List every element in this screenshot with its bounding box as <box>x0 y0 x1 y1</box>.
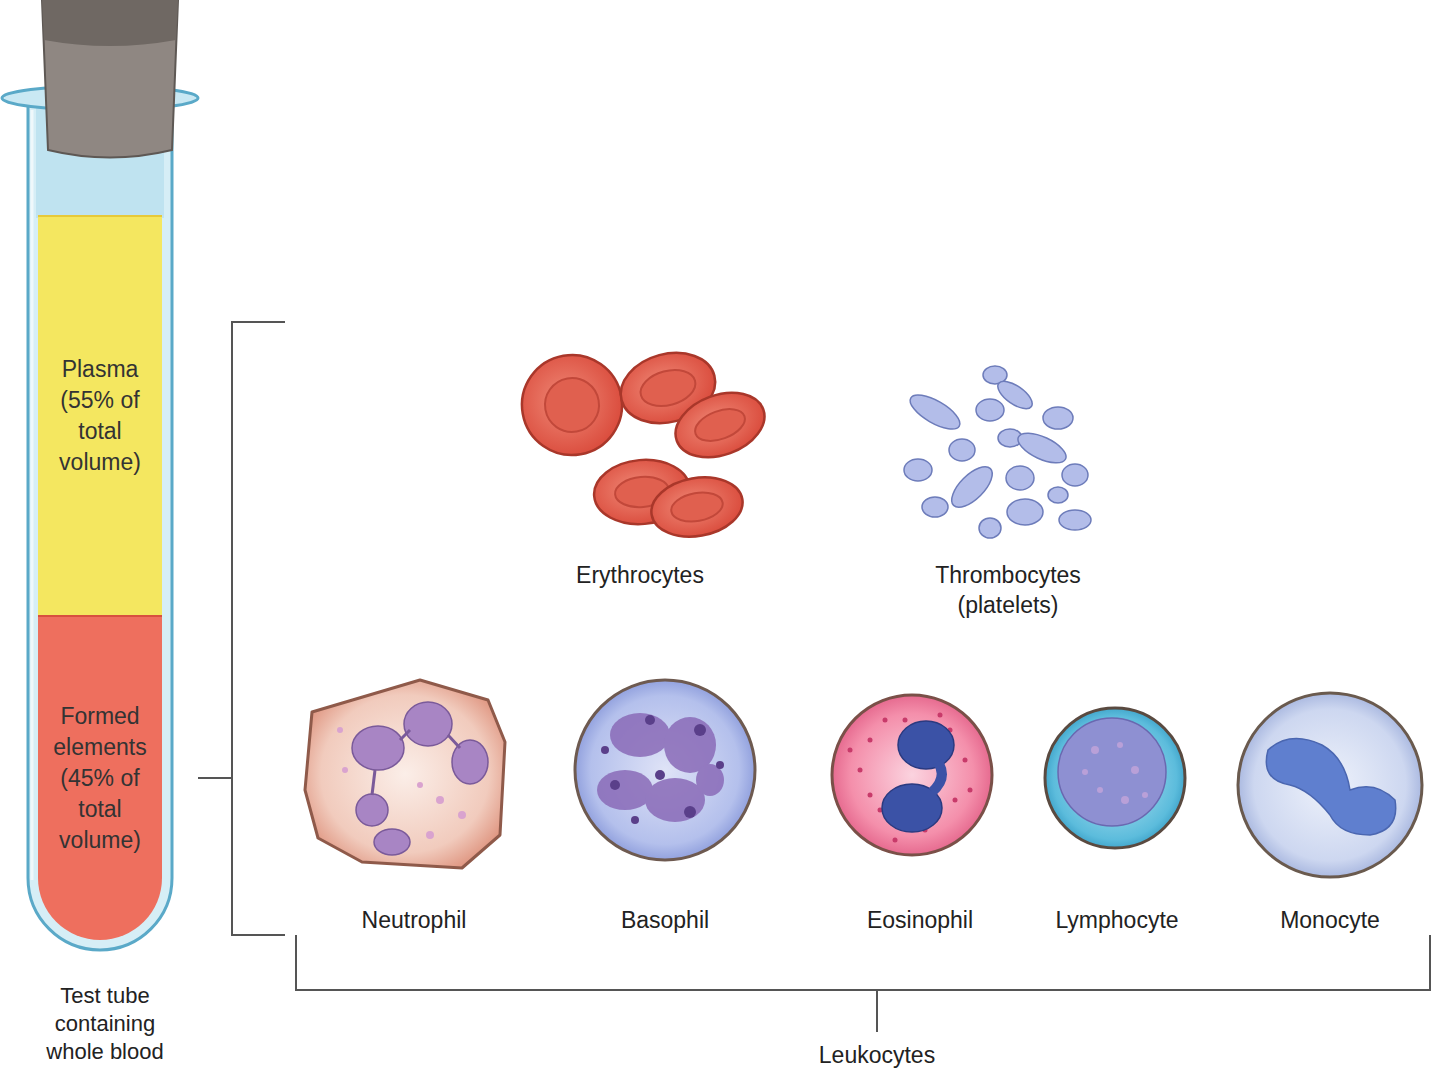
basophil-cell <box>575 680 755 860</box>
band-text: Plasma (55% of total volume) <box>44 354 156 478</box>
platelet-label: Thrombocytes (platelets) <box>888 560 1128 620</box>
eosinophil-label: Eosinophil <box>835 905 1005 935</box>
eosinophil-cell <box>832 695 992 855</box>
neutrophil-cell <box>305 680 505 868</box>
erythrocytes <box>514 343 773 544</box>
basophil-label: Basophil <box>575 905 755 935</box>
monocyte-label: Monocyte <box>1240 905 1420 935</box>
formed-elements-band: Formed elements (45% of total volume) <box>38 615 162 940</box>
lymphocyte-cell <box>1045 708 1185 848</box>
neutrophil-label: Neutrophil <box>314 905 514 935</box>
plasma-band: Plasma (55% of total volume) <box>38 215 162 615</box>
monocyte-cell <box>1238 693 1422 877</box>
leukocyte-group-label: Leukocytes <box>777 1040 977 1070</box>
platelets <box>904 366 1091 538</box>
bracket <box>198 322 1430 1032</box>
test-tube: Test tube containing whole bloodPlasma (… <box>0 0 200 965</box>
lymphocyte-label: Lymphocyte <box>1032 905 1202 935</box>
erythrocyte-label: Erythrocytes <box>530 560 750 590</box>
band-text: Formed elements (45% of total volume) <box>44 701 156 856</box>
tube-caption: Test tube containing whole blood <box>25 982 185 1066</box>
